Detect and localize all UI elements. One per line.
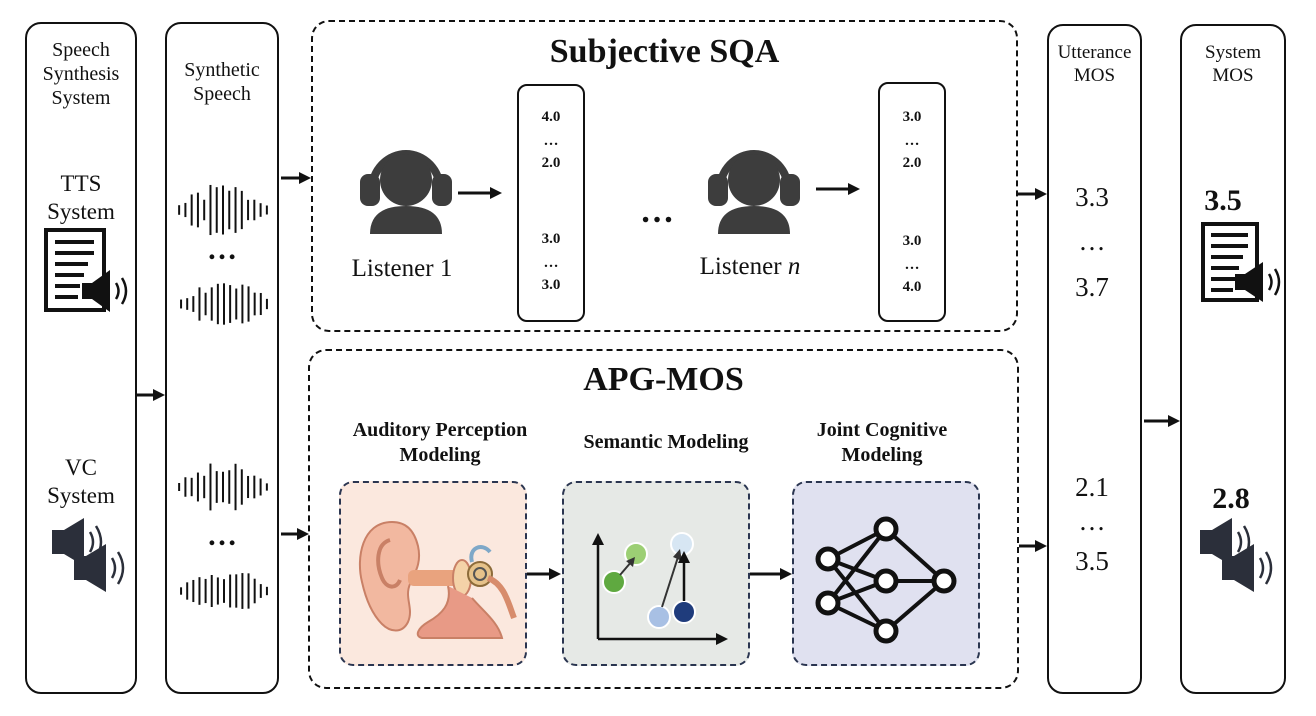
neural-network-icon: [815, 516, 957, 644]
score-value: 4.0: [902, 279, 922, 295]
utterance-score: 3.7: [1075, 272, 1109, 302]
tts-document-speaker-icon: [44, 228, 128, 312]
arrow-icon: [281, 172, 311, 184]
utterance-score: 3.5: [1075, 546, 1109, 576]
arrow-icon: [1019, 540, 1047, 552]
listener-n-scores-box: [878, 82, 946, 322]
synthetic-speech-heading: Synthetic Speech: [184, 59, 260, 105]
arrow-icon: [281, 528, 309, 540]
vc-speakers-icon: [52, 518, 125, 592]
score-value: 4.0: [541, 109, 561, 125]
score-value: 3.0: [541, 231, 561, 247]
tts-document-speaker-icon: [1201, 222, 1281, 302]
score-ellipsis: …: [543, 255, 559, 271]
score-value: 2.0: [902, 155, 922, 171]
system-mos-column: [1180, 24, 1286, 694]
semantic-modeling-heading: Semantic Modeling: [583, 431, 749, 453]
subjective-sqa-box: [311, 20, 1018, 332]
score-ellipsis: …: [904, 257, 920, 273]
score-value: 3.0: [902, 233, 922, 249]
arrow-icon: [137, 389, 165, 401]
arrow-icon: [458, 187, 502, 199]
waveform-icon: [178, 463, 268, 511]
waveform-icon: [180, 573, 268, 609]
system-score-tts: 3.5: [1204, 184, 1242, 217]
listener-n-label: Listener n: [699, 253, 801, 280]
utterance-score-ellipsis: …: [1078, 226, 1106, 256]
apg-mos-box: [308, 349, 1019, 689]
utterance-score-ellipsis: …: [1078, 506, 1106, 536]
utterance-mos-heading: Utterance MOS: [1057, 42, 1132, 86]
ear-anatomy-icon: [358, 520, 517, 639]
system-score-vc: 2.8: [1212, 482, 1250, 515]
subjective-sqa-title: Subjective SQA: [549, 33, 780, 70]
listener-1-scores-box: [517, 84, 585, 322]
score-ellipsis: …: [904, 133, 920, 149]
speech-synthesis-system-column: [25, 22, 137, 694]
utterance-score: 2.1: [1075, 472, 1109, 502]
arrow-icon: [816, 183, 860, 195]
vc-speakers-icon: [1200, 518, 1273, 592]
waveform-icon: [180, 283, 268, 325]
listener-n-scores: 3.0 … 2.0 3.0 … 4.0: [878, 82, 946, 322]
waveform-ellipsis: …: [207, 233, 237, 266]
waveform-ellipsis: …: [207, 519, 237, 552]
speech-synthesis-system-heading: Speech Synthesis System: [42, 39, 120, 109]
listener-headphones-icon: [708, 150, 800, 234]
listener-1-label: Listener 1: [351, 255, 453, 282]
synthetic-speech-column: [165, 22, 279, 694]
listener-1-scores: 4.0 … 2.0 3.0 … 3.0: [517, 84, 585, 322]
semantic-vector-plot: [592, 532, 728, 645]
waveform-icon: [178, 184, 268, 236]
listener-headphones-icon: [360, 150, 452, 234]
arrow-icon: [1144, 415, 1180, 427]
arrow-icon: [1018, 188, 1047, 200]
score-value: 3.0: [541, 277, 561, 293]
utterance-mos-column: [1047, 24, 1142, 694]
apg-mos-title: APG-MOS: [583, 361, 744, 398]
listeners-ellipsis: …: [640, 193, 674, 230]
arrow-icon: [527, 568, 561, 580]
arrow-icon: [750, 568, 792, 580]
system-mos-heading: System MOS: [1205, 42, 1261, 86]
score-ellipsis: …: [543, 133, 559, 149]
score-value: 2.0: [541, 155, 561, 171]
score-value: 3.0: [902, 109, 922, 125]
utterance-score: 3.3: [1075, 182, 1109, 212]
